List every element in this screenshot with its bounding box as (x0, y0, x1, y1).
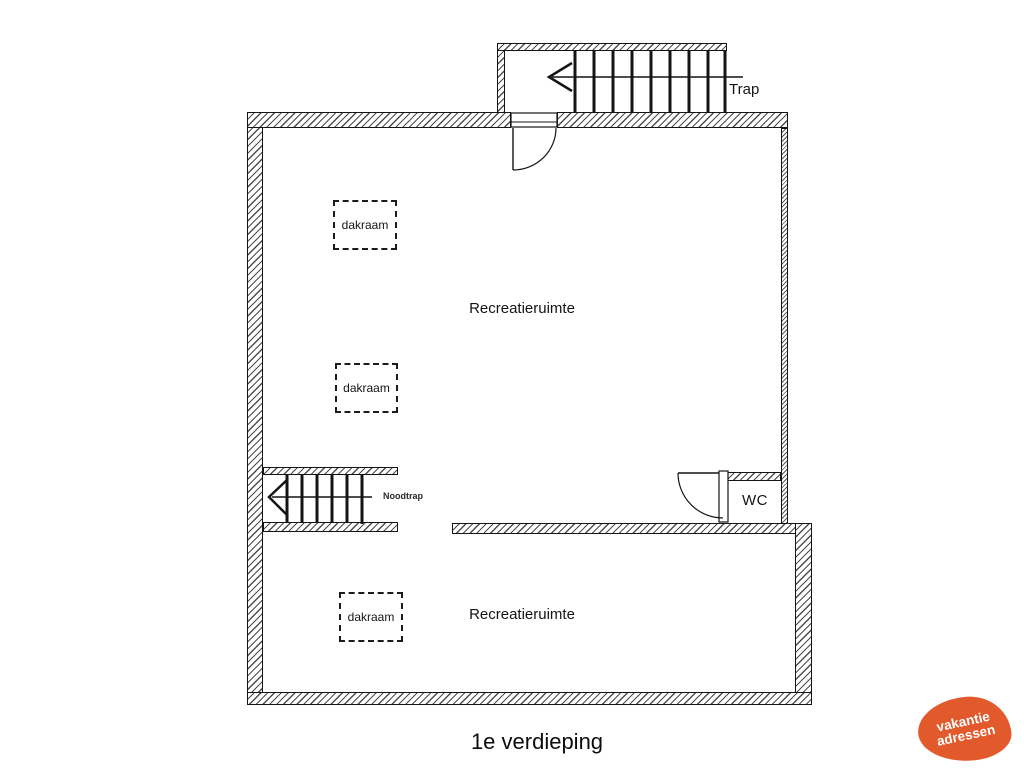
noodtrap-direction-arrow (267, 478, 372, 517)
trap-direction-arrow (546, 61, 743, 93)
vakantieadressen-logo-text: vakantie adressen (933, 709, 996, 749)
skylight-middle-label: dakraam (343, 381, 390, 395)
wall-outer-top-left (247, 112, 511, 128)
wall-outer-left (247, 112, 263, 705)
wall-outer-top-right (557, 112, 788, 128)
wc-label: WC (742, 492, 768, 509)
skylight-upper: dakraam (333, 200, 397, 250)
noodtrap-label: Noodtrap (383, 491, 423, 501)
trap-door (510, 112, 558, 171)
skylight-lower: dakraam (339, 592, 403, 642)
recreation-upper-label: Recreatieruimte (469, 300, 575, 317)
wall-stairbox-left (497, 50, 505, 113)
wall-noodtrap-top (263, 467, 398, 475)
skylight-upper-label: dakraam (341, 218, 389, 232)
wc-door (677, 470, 729, 523)
skylight-lower-label: dakraam (347, 610, 395, 624)
wall-outer-bottom (247, 692, 812, 705)
skylight-middle: dakraam (335, 363, 398, 413)
trap-stairs (573, 50, 727, 112)
wall-lowerroom-right (795, 523, 812, 705)
trap-label: Trap (729, 81, 760, 98)
noodtrap-stairs (285, 475, 364, 524)
wall-noodtrap-bottom (263, 522, 398, 532)
recreation-lower-label: Recreatieruimte (469, 606, 575, 623)
floor-title: 1e verdieping (470, 729, 604, 754)
